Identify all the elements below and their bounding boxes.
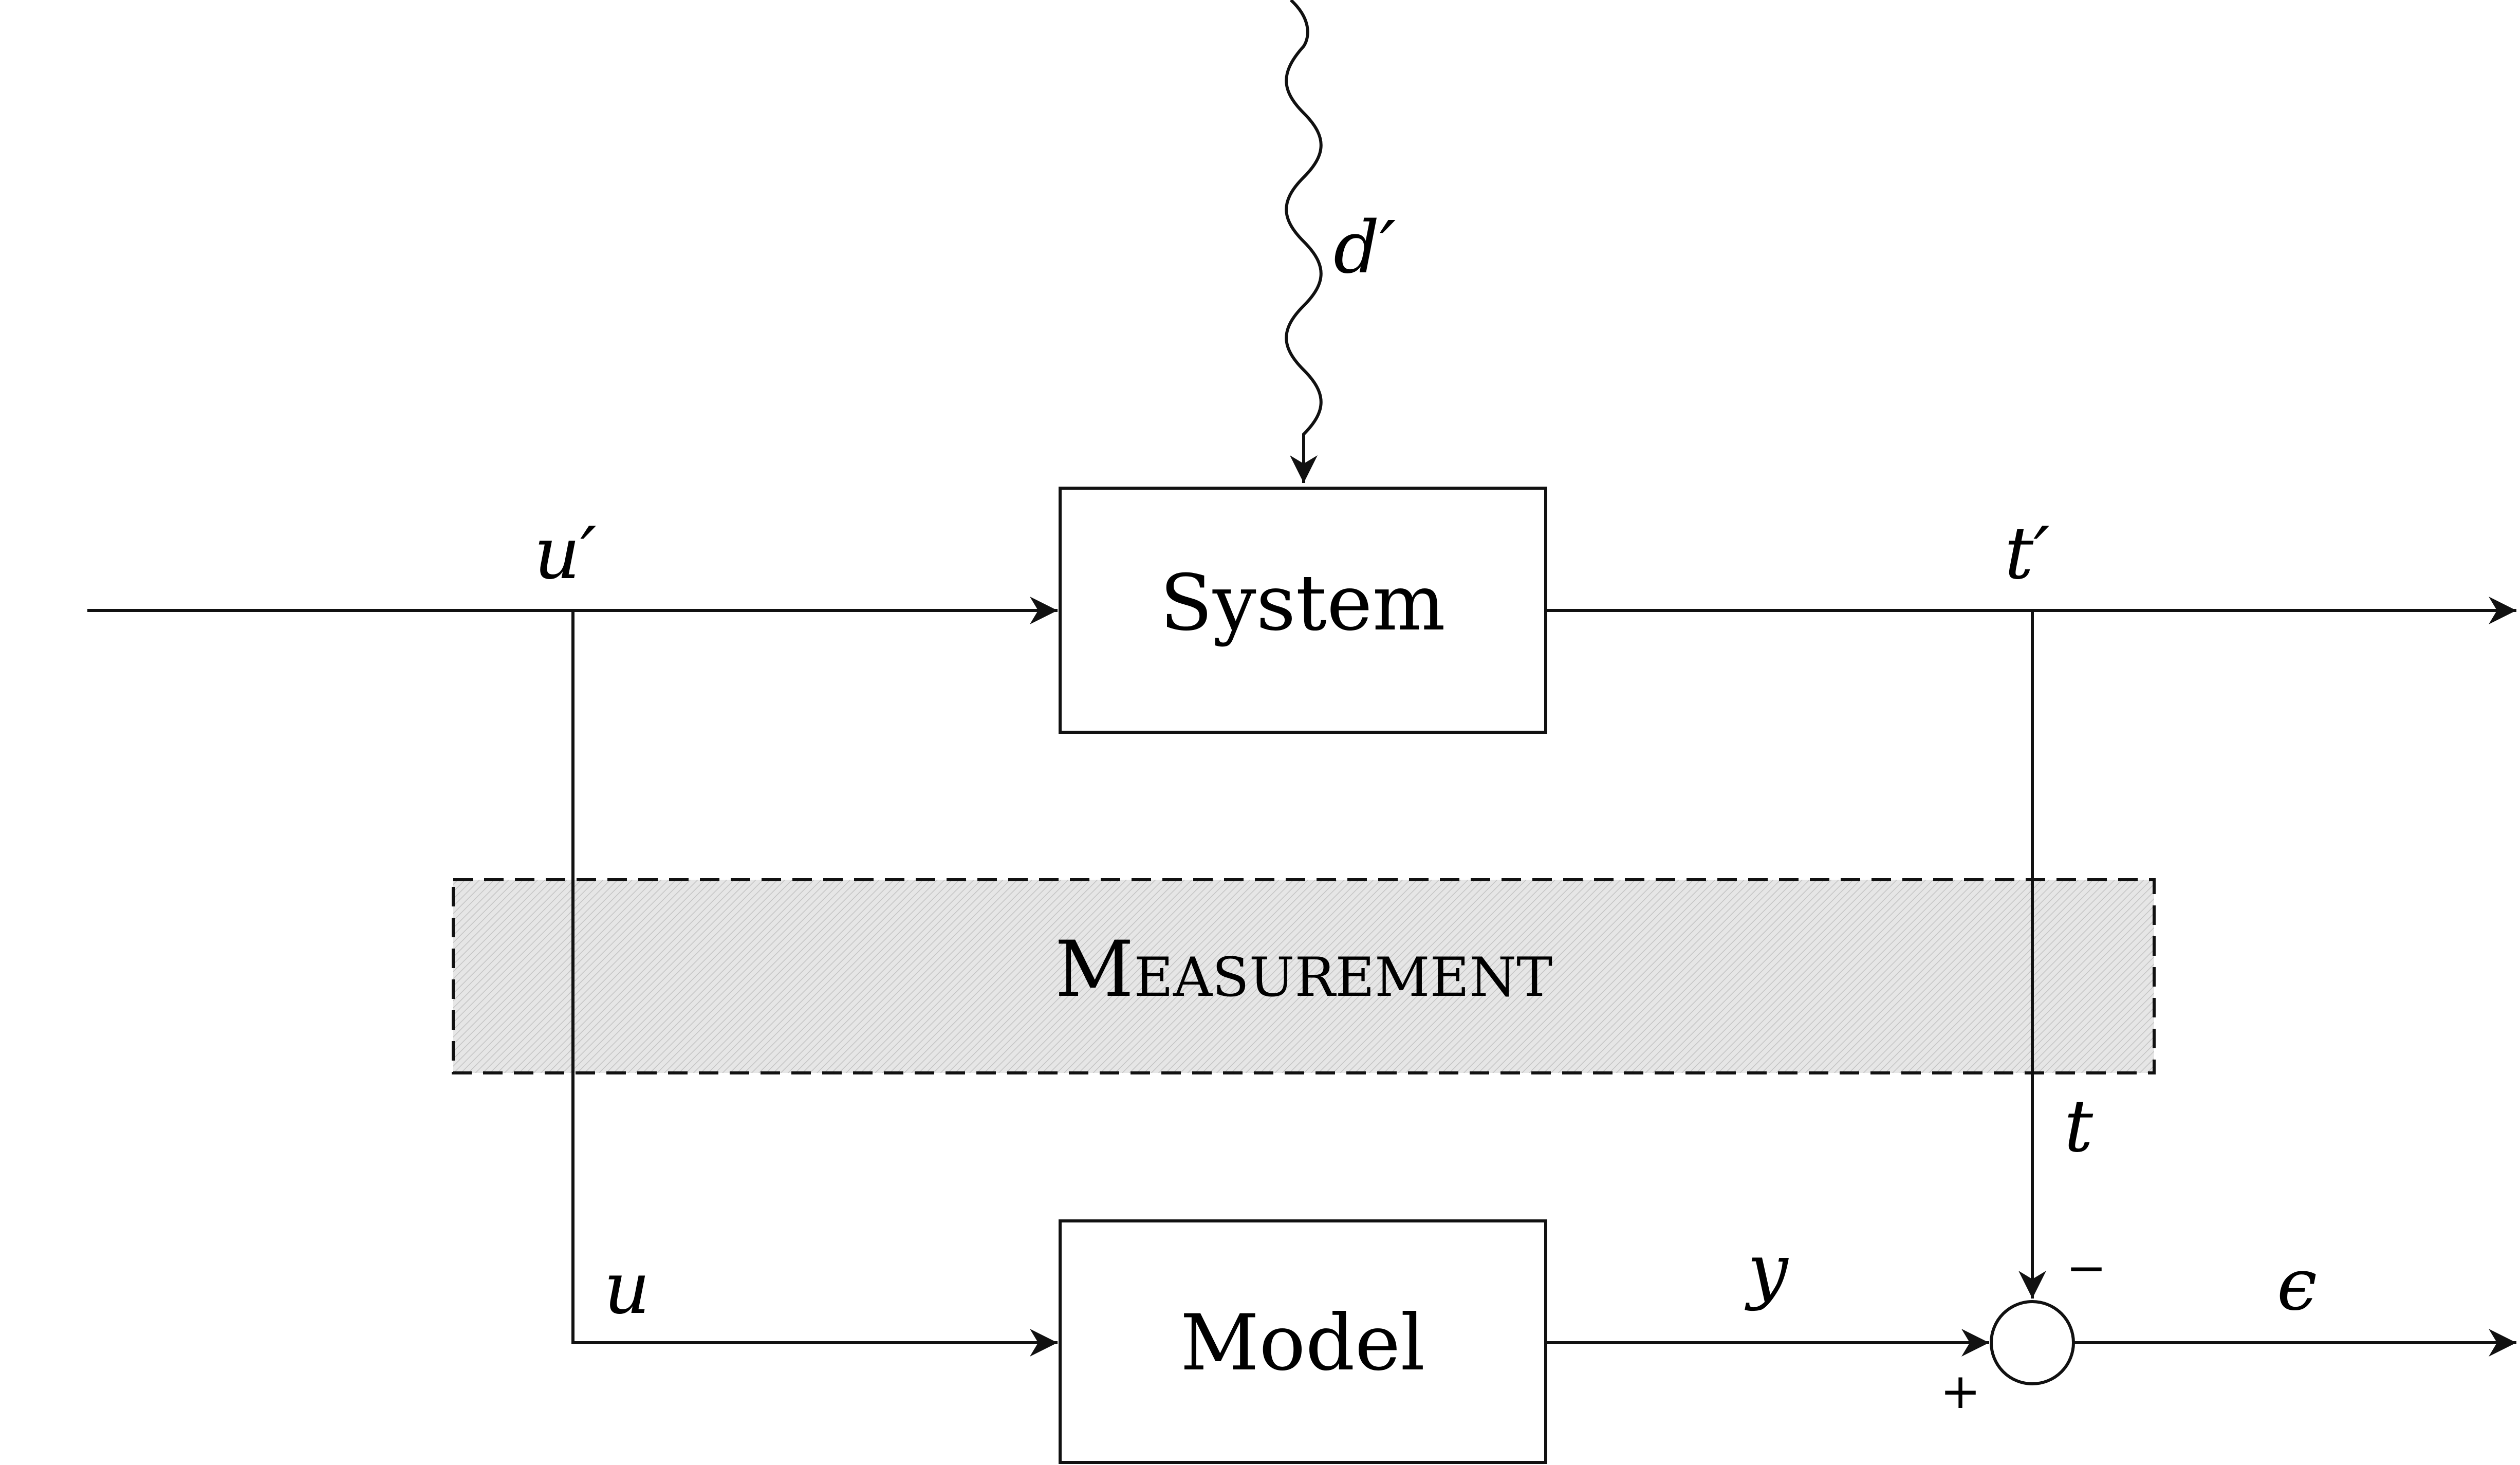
output-measured-label: t bbox=[2064, 1085, 2093, 1169]
model-block bbox=[1059, 1219, 1547, 1464]
plus-sign: + bbox=[1940, 1363, 1981, 1420]
error-label: ϵ bbox=[2277, 1243, 2317, 1327]
disturbance-label: d′ bbox=[1333, 206, 1396, 290]
measurement-block bbox=[452, 878, 2156, 1074]
model-output-label: y bbox=[1744, 1229, 1789, 1312]
disturbance-wavy-line bbox=[1285, 0, 1323, 483]
input-true-label: u′ bbox=[534, 512, 597, 596]
input-branch-line bbox=[571, 610, 1058, 1357]
system-block bbox=[1059, 487, 1547, 734]
minus-sign: − bbox=[2066, 1240, 2107, 1296]
model-label: Model bbox=[1180, 1299, 1425, 1388]
input-measured-label: u bbox=[604, 1247, 650, 1330]
summing-junction bbox=[1990, 1300, 2075, 1385]
measurement-label: Measurement bbox=[1055, 925, 1552, 1014]
system-label: System bbox=[1160, 559, 1446, 648]
output-true-label: t′ bbox=[2005, 512, 2050, 596]
